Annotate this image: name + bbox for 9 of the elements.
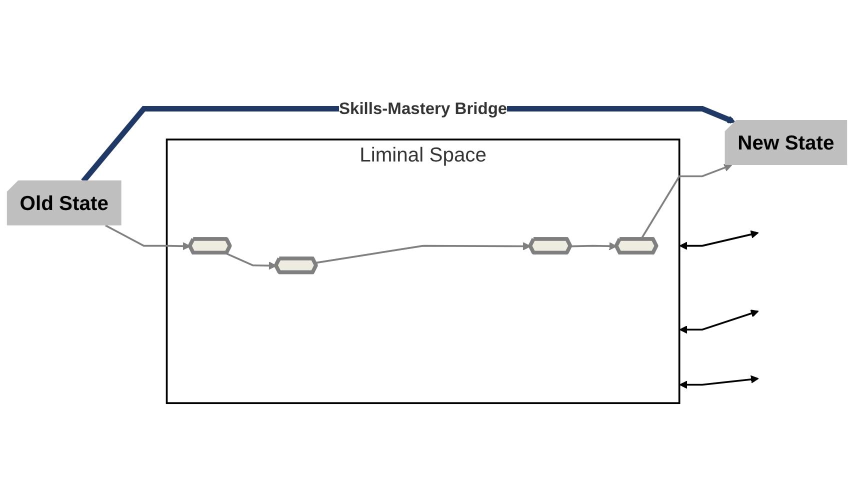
arrow [679, 375, 759, 389]
arrow [679, 230, 759, 250]
arrow [105, 224, 191, 250]
cluster: Liminal Space [166, 138, 680, 404]
arrow [225, 252, 277, 270]
arrow [679, 309, 759, 334]
arrow [314, 242, 531, 264]
arrow [570, 242, 618, 250]
edge-label: Skills-Mastery Bridge [338, 98, 508, 118]
